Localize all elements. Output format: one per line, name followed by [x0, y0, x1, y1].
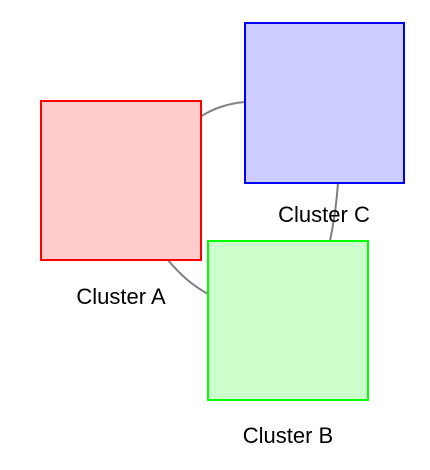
cluster-a-box [40, 100, 202, 261]
edge-c-b [329, 182, 339, 242]
cluster-a-label: Cluster A [76, 284, 166, 309]
cluster-b: Cluster B [207, 240, 369, 448]
cluster-a: Cluster A [40, 100, 202, 309]
edge-a-b [167, 259, 209, 295]
cluster-c-label: Cluster C [278, 202, 370, 227]
edge-a-c [199, 101, 246, 118]
cluster-b-label: Cluster B [243, 423, 333, 448]
cluster-b-box [207, 240, 369, 401]
cluster-c-box [244, 22, 405, 184]
cluster-c: Cluster C [244, 22, 405, 227]
